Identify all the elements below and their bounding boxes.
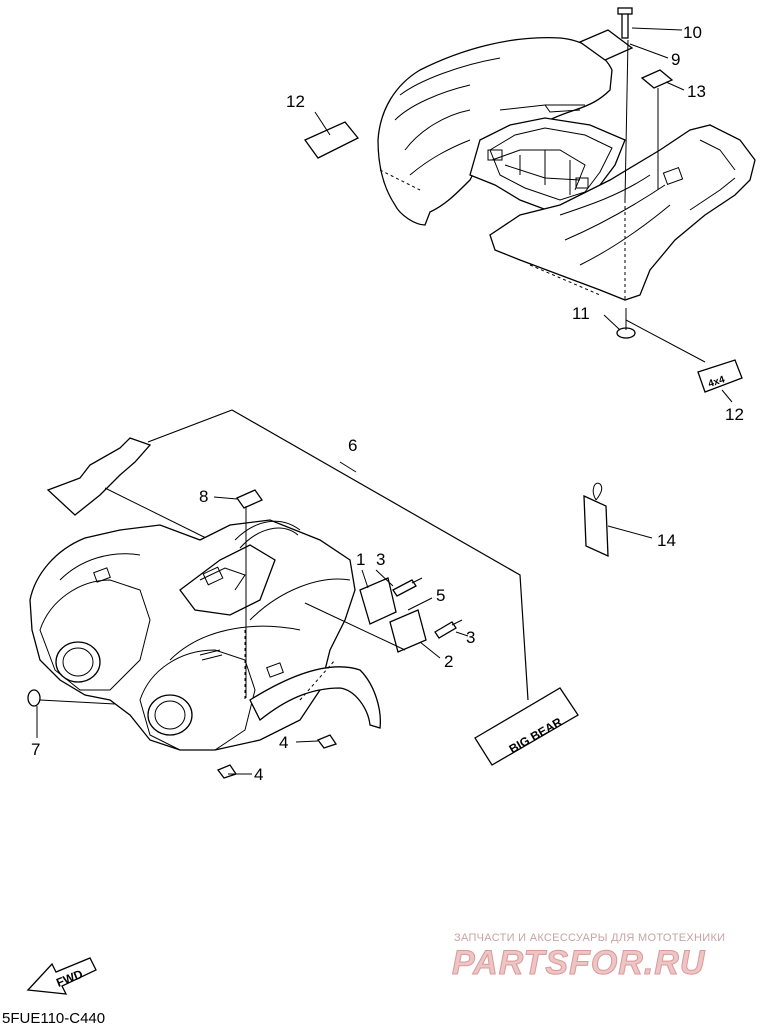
callout-12-upper: 12 (286, 92, 305, 111)
callout-3-upper: 3 (376, 550, 385, 569)
callout-8: 8 (199, 487, 208, 506)
rear-fender (377, 36, 756, 301)
decal-4x4: 4x4 (697, 359, 743, 393)
callout-2: 2 (444, 652, 453, 671)
callout-4-right: 4 (279, 733, 288, 752)
screw-part-3-lower (434, 619, 469, 639)
screw-part-3-upper (375, 569, 423, 597)
callout-5: 5 (436, 586, 445, 605)
leader-part-6 (147, 409, 529, 701)
bolt-part-10 (617, 7, 633, 39)
bracket-part-1 (359, 577, 397, 625)
nut-part-4-right (316, 734, 338, 749)
decal-part-13 (640, 69, 674, 89)
callout-10: 10 (683, 23, 702, 42)
callout-14: 14 (657, 531, 676, 550)
callout-6: 6 (348, 436, 357, 455)
callout-9: 9 (671, 50, 680, 69)
tag-part-14 (583, 482, 653, 558)
decal-part-12-upper (304, 121, 360, 159)
nut-part-4-left (216, 764, 238, 779)
callout-3-lower: 3 (466, 628, 475, 647)
diagram-code: 5FUE110-C440 (2, 1010, 106, 1027)
decal-front-upper (46, 437, 211, 541)
callout-7: 7 (31, 740, 40, 759)
front-fender (29, 519, 381, 751)
fwd-arrow: FWD (26, 957, 97, 995)
callout-13: 13 (687, 82, 706, 101)
decal-part-8 (236, 489, 263, 509)
decal-big-bear: BIG BEAR (474, 687, 579, 766)
decal-4x4-text: 4x4 (707, 374, 727, 390)
watermark-tagline: ЗАПЧАСТИ И АКСЕССУАРЫ ДЛЯ МОТОТЕХНИКИ (454, 932, 726, 944)
grommet-part-7 (27, 689, 41, 707)
plate-part-5 (389, 609, 427, 653)
callout-11: 11 (572, 304, 590, 323)
watermark-brand: PARTSFOR.RU (452, 944, 706, 983)
callout-4-left: 4 (254, 765, 263, 784)
callout-1: 1 (356, 550, 365, 569)
plate-part-9 (578, 29, 634, 61)
leader-lines-top (314, 27, 733, 403)
callout-12-lower: 12 (725, 405, 744, 424)
callout-labels: 10 9 13 12 11 12 6 8 14 1 3 5 3 2 4 7 4 (31, 23, 744, 784)
